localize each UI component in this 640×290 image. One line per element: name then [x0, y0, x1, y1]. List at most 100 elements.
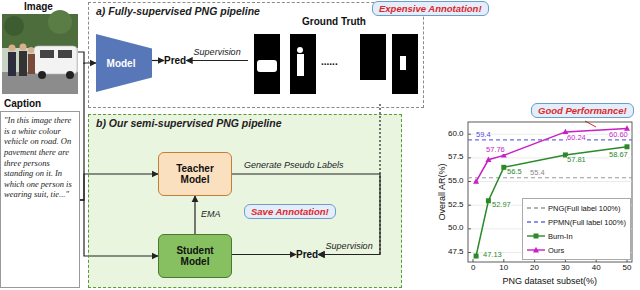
edge-label: Generate Pseudo Labels — [242, 161, 346, 171]
tick-label: 10 — [499, 264, 508, 273]
tick-label: 40 — [592, 264, 601, 273]
tick — [468, 205, 471, 206]
image-title: Image — [24, 1, 53, 12]
node-text: Expensive Annotation! — [379, 3, 482, 14]
node-text: Save Annotation! — [251, 206, 329, 217]
legend-text: Burn-In — [548, 232, 573, 241]
student-box: Student Model — [158, 234, 232, 278]
legend-row: Ours — [527, 243, 626, 257]
connector — [194, 196, 195, 234]
baseline-line — [468, 139, 632, 140]
tick — [468, 252, 471, 253]
node-text: Pred — [164, 55, 186, 66]
caption-box: Caption"In this image there is a white c… — [0, 98, 80, 288]
plot-frame — [468, 122, 632, 262]
legend-row: PNG(Full label 100%) — [527, 201, 626, 215]
data-label: 47.13 — [483, 251, 502, 259]
prediction: Pred — [296, 249, 318, 260]
tick-label: 50.0 — [448, 224, 464, 233]
data-label: 60.24 — [567, 134, 586, 142]
ground-truth-masks — [254, 34, 418, 94]
callout: Save Annotation! — [244, 204, 336, 219]
tick — [468, 134, 471, 135]
edge-label: EMA — [199, 210, 223, 220]
group-title: b) Our semi-supervised PNG pipeline — [89, 115, 401, 131]
legend-marker — [534, 234, 539, 239]
photo — [2, 10, 78, 94]
ellipsis: ...... — [321, 56, 338, 67]
node-text: Student Model — [161, 245, 229, 267]
legend-text: PPMN(Full label 100%) — [548, 218, 626, 227]
connector — [80, 200, 158, 256]
node-text: Ground Truth — [248, 16, 420, 27]
series-marker — [474, 254, 479, 259]
series-marker — [485, 157, 491, 162]
grid-line — [468, 134, 632, 135]
series-marker — [624, 125, 630, 130]
legend-text: Ours — [548, 246, 564, 255]
connector — [186, 60, 248, 61]
node-text: Model — [107, 58, 142, 69]
tick-label: 20 — [530, 264, 539, 273]
legend-sample — [527, 232, 545, 240]
trapezoid-outline — [96, 34, 152, 92]
group-fill — [88, 114, 402, 288]
tick — [468, 228, 471, 229]
node-text: Good Performance! — [538, 105, 627, 116]
data-label: 57.81 — [567, 156, 586, 164]
image-link — [78, 52, 84, 64]
grid-line — [468, 181, 632, 182]
legend-row: PPMN(Full label 100%) — [527, 215, 626, 229]
series-marker — [486, 198, 491, 203]
data-label: 52.97 — [492, 201, 511, 209]
edge-label: Supervision — [324, 242, 375, 252]
prediction: Pred — [164, 55, 186, 66]
tick-label: 55.0 — [448, 177, 464, 186]
data-label: 59.4 — [476, 131, 491, 139]
tick — [503, 259, 504, 262]
tick — [468, 181, 471, 182]
tick-label: 60.0 — [448, 130, 464, 139]
tick-label: 47.5 — [448, 248, 464, 257]
callout: Good Performance! — [531, 103, 634, 118]
pipeline-group: b) Our semi-supervised PNG pipelineTeach… — [88, 114, 402, 288]
legend-marker — [533, 247, 539, 253]
legend-text: PNG(Full label 100%) — [548, 204, 621, 213]
axis-title: Overall AR(%) — [437, 163, 447, 220]
series-marker — [501, 165, 506, 170]
legend-row: Burn-In — [527, 229, 626, 243]
line-chart — [468, 122, 632, 262]
model-block: Model — [96, 34, 152, 92]
series-marker — [625, 144, 630, 149]
data-label: 56.5 — [507, 168, 522, 176]
legend-line — [527, 207, 545, 208]
tick-label: 30 — [561, 264, 570, 273]
pipeline-group: a) Fully-supervised PNG pipelineModelPre… — [88, 2, 424, 108]
tick-label: 50 — [623, 264, 632, 273]
baseline-line — [468, 177, 632, 178]
node-text: "In this image there is a white colour v… — [0, 111, 80, 288]
tick-label: 57.5 — [448, 153, 464, 162]
series-marker — [473, 178, 479, 183]
connector — [318, 104, 380, 255]
legend-sample — [527, 246, 545, 254]
legend-sample — [527, 218, 545, 226]
tick — [468, 157, 471, 158]
teacher-box: Teacher Model — [158, 152, 232, 196]
legend-line — [527, 221, 545, 222]
legend-sample — [527, 204, 545, 212]
heading: Caption — [0, 98, 80, 111]
node-text: Teacher Model — [161, 163, 229, 185]
connector — [232, 174, 380, 255]
data-label: 60.60 — [609, 131, 628, 139]
data-label: 58.67 — [609, 151, 628, 159]
data-label: 57.76 — [486, 146, 505, 154]
tick-label: 0 — [471, 264, 475, 273]
callout: Expensive Annotation! — [372, 1, 489, 16]
axis-title: PNG dataset subset(%) — [503, 277, 598, 287]
tick-label: 52.5 — [448, 201, 464, 210]
connector — [232, 254, 296, 255]
series-line — [476, 129, 627, 182]
data-label: 55.4 — [530, 169, 545, 177]
